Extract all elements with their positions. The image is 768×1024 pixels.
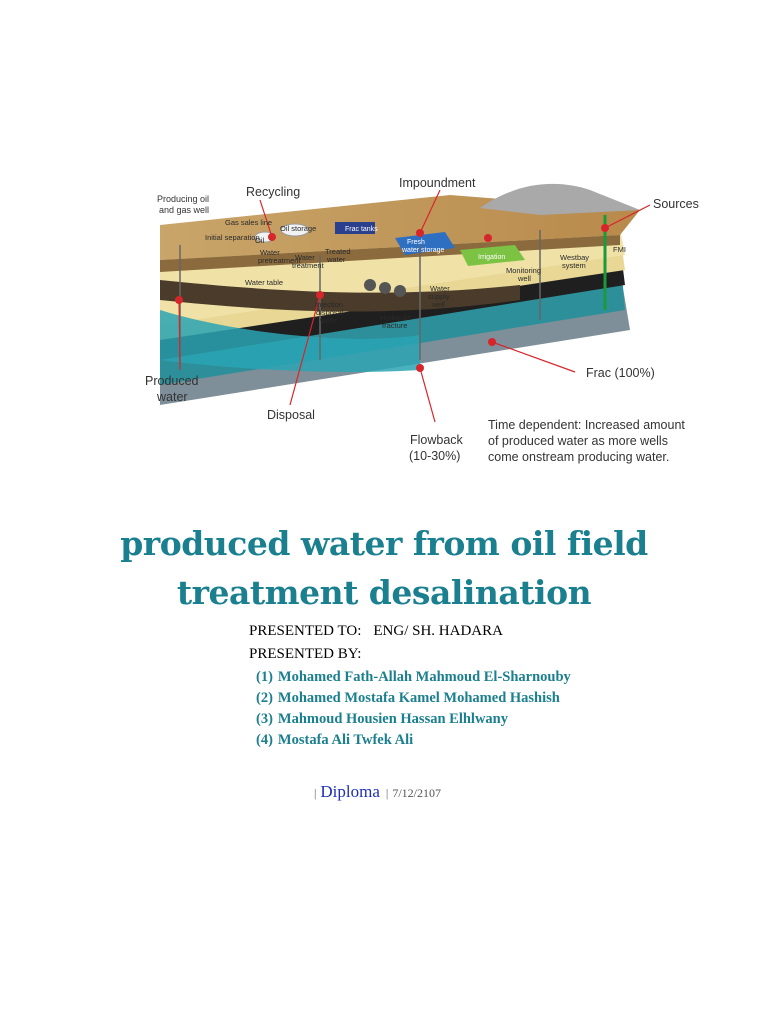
produced-water-label-1: Produced (145, 374, 199, 388)
disposal-label: Disposal (267, 408, 315, 422)
hydraulic-fracture-label-2: fracture (382, 321, 407, 330)
westbay-label-1: Westbay (560, 253, 589, 262)
author-number: (2) (256, 690, 273, 706)
footer-date: 7/12/2107 (392, 786, 441, 800)
injection-label-1: Injection (315, 300, 343, 309)
producing-well-label-1: Producing oil (157, 194, 209, 204)
irrigation-label: Irrigation (478, 254, 505, 261)
author-name: Mostafa Ali Twfek Ali (277, 732, 414, 748)
author-name: Mohamed Fath-Allah Mahmoud El-Sharnouby (277, 669, 571, 685)
date-separator: | (385, 786, 389, 800)
injection-label-3: wells (319, 316, 337, 325)
recycling-label: Recycling (246, 185, 300, 199)
producing-well-label-2: and gas well (159, 205, 209, 215)
author-item: (4)Mostafa Ali Twfek Ali (256, 730, 571, 751)
author-list: (1)Mohamed Fath-Allah Mahmoud El-Sharnou… (256, 667, 571, 751)
fresh-water-label-1: Fresh (407, 239, 425, 246)
author-item: (2)Mohamed Mostafa Kamel Mohamed Hashish (256, 688, 571, 709)
author-item: (1)Mohamed Fath-Allah Mahmoud El-Sharnou… (256, 667, 571, 688)
water-treatment-label-2: treatment (292, 261, 325, 270)
presented-to-label: PRESENTED TO: (249, 623, 362, 639)
author-number: (3) (256, 711, 273, 727)
author-item: (3)Mahmoud Housien Hassan Elhlwany (256, 709, 571, 730)
presented-to-value: ENG/ SH. HADARA (373, 623, 503, 639)
produced-water-label-2: water (156, 390, 188, 404)
hydraulic-fracture-label-1: Hydraulic (380, 313, 412, 322)
initial-separation-label: Initial separation (205, 233, 260, 242)
impoundment-label: Impoundment (399, 176, 476, 190)
leader-lines (178, 189, 651, 423)
gas-sales-label: Gas sales line (225, 218, 272, 227)
strata-block (160, 183, 640, 405)
time-dependent-line-1: Time dependent: Increased amount (488, 418, 685, 432)
author-name: Mohamed Mostafa Kamel Mohamed Hashish (277, 690, 560, 706)
time-dependent-line-3: come onstream producing water. (488, 450, 669, 464)
westbay-label-2: system (562, 261, 586, 270)
author-number: (1) (256, 669, 273, 685)
treated-water-label-2: water (326, 255, 346, 264)
oil-label: Oil (255, 236, 265, 245)
presented-to: PRESENTED TO: ENG/ SH. HADARA (249, 623, 503, 640)
frac-tanks-label: Frac tanks (345, 226, 378, 233)
water-pretreatment-label-2: pretreatment (258, 256, 301, 265)
document-title-line-2: treatment desalination (176, 573, 592, 612)
water-supply-label-3: well (431, 300, 445, 309)
presented-by-label: PRESENTED BY: (249, 646, 362, 662)
monitoring-well-label-2: well (517, 274, 531, 283)
water-treatment-label-1: Water (295, 253, 315, 262)
water-table-label: Water table (245, 278, 283, 287)
water-supply-label-1: Water (430, 284, 450, 293)
time-dependent-line-2: of produced water as more wells (488, 434, 668, 448)
flowback-label-2: (10-30%) (409, 449, 460, 463)
diploma-label: Diploma (320, 782, 380, 801)
water-supply-label-2: supply (428, 292, 450, 301)
document-title-line-1: produced water from oil field (120, 524, 648, 563)
water-pretreatment-label-1: Water (260, 248, 280, 257)
injection-label-2: disposal (316, 308, 344, 317)
footer-separator: | (314, 786, 317, 800)
oil-storage-label: Oil storage (280, 224, 316, 233)
sources-label: Sources (653, 197, 699, 211)
fmi-label: FMI (613, 245, 626, 254)
frac-label: Frac (100%) (586, 366, 655, 380)
treated-water-label-1: Treated (325, 247, 351, 256)
fresh-water-label-2: water storage (401, 247, 445, 254)
author-number: (4) (256, 732, 273, 748)
produced-water-diagram: Frac tanks Fresh water storage Irrigatio… (120, 160, 710, 470)
monitoring-well-label-1: Monitoring (506, 266, 541, 275)
footer: |Diploma|7/12/2107 (314, 782, 441, 802)
author-name: Mahmoud Housien Hassan Elhlwany (277, 711, 508, 727)
flowback-label-1: Flowback (410, 433, 464, 447)
